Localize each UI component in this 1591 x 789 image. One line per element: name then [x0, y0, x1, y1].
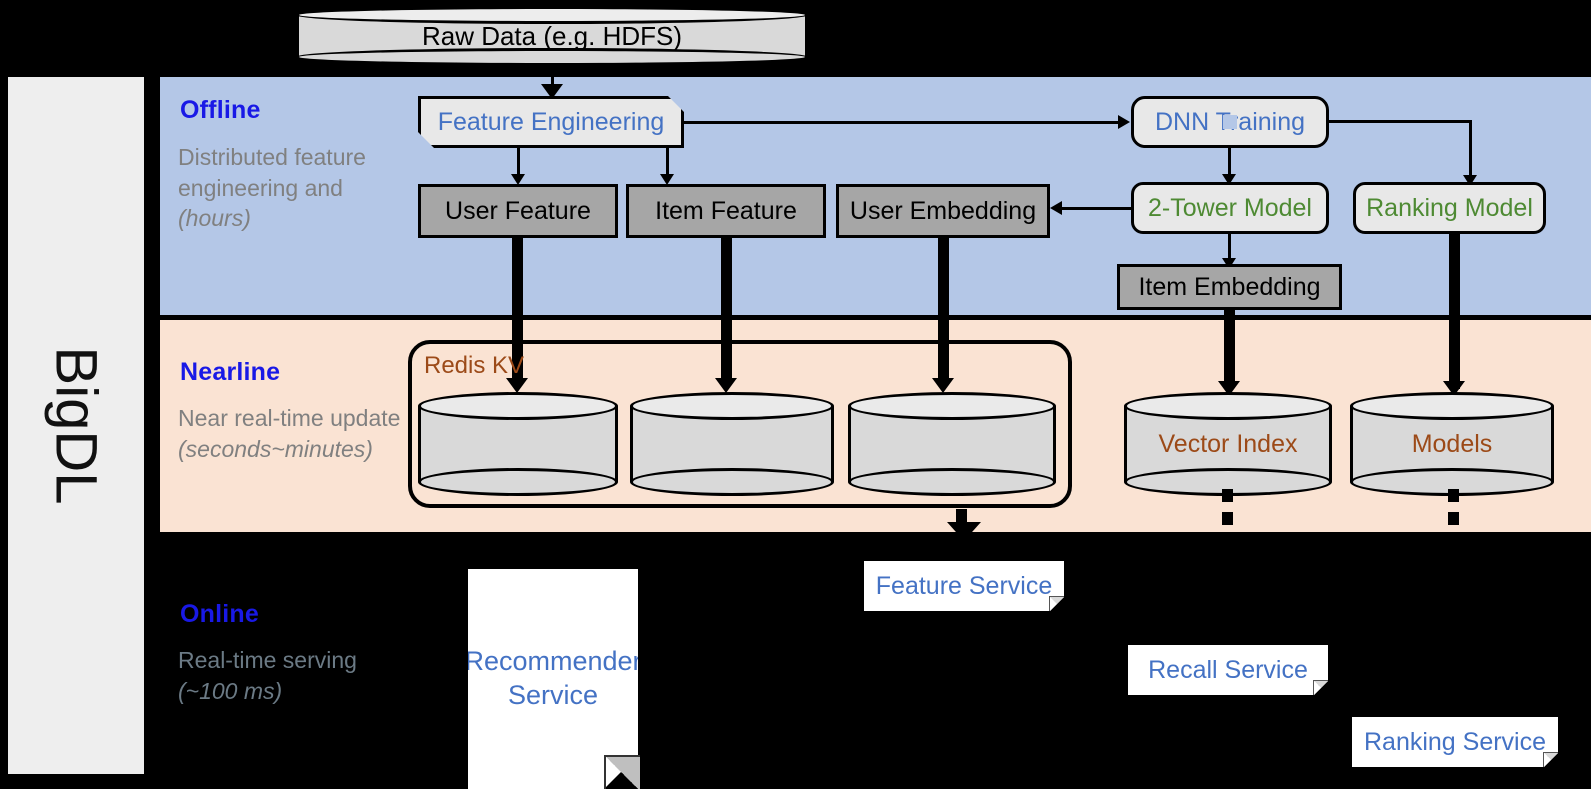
edge-dnn-twotower-arrowhead [1222, 174, 1236, 185]
cylinder-top [1350, 392, 1554, 420]
dnn-training-label: DNN Training [1154, 107, 1306, 136]
online-description-italic: (~100 ms) [178, 677, 283, 704]
edge-userfeature-redis-arrowhead [506, 378, 528, 393]
edge-dnn-ranking-v [1469, 120, 1472, 178]
edge-twotower-itemembedding-arrowhead [1222, 258, 1236, 269]
feature-engineering-node[interactable]: Feature Engineering [418, 96, 684, 148]
edge-twotower-userembedding-arrowhead [1050, 201, 1062, 215]
cylinder-bottom [630, 468, 834, 496]
offline-heading: Offline [180, 96, 261, 124]
edge-featureeng-dnn-line [684, 121, 1118, 124]
cylinder-top [296, 6, 808, 24]
online-description-text: Real-time serving [178, 647, 357, 673]
edge-rawdata-featureeng-line [551, 66, 554, 88]
bigdl-rail-label: BigDL [43, 346, 109, 505]
edge-dnn-ranking-h [1329, 120, 1472, 123]
user-feature-store-cylinder[interactable] [418, 392, 618, 496]
cylinder-top [418, 392, 618, 420]
vector-index-cylinder[interactable]: Vector Index [1124, 392, 1332, 496]
edge-itemfeature-redis-line [721, 238, 732, 383]
nearline-description-italic: (seconds~minutes) [178, 435, 373, 462]
feature-service-node[interactable]: Feature Service [864, 561, 1064, 611]
models-cylinder[interactable]: Models [1350, 392, 1554, 496]
feature-engineering-label: Feature Engineering [437, 107, 665, 136]
redis-kv-label: Redis KV [424, 352, 525, 379]
edge-redis-featureservice-arrowhead [947, 522, 981, 541]
redis-kv-container[interactable] [408, 340, 1072, 508]
edge-twotower-userembedding-line [1062, 207, 1132, 210]
edge-featureeng-userfeature-arrowhead [511, 174, 525, 185]
offline-description: Distributed feature engineering and (hou… [178, 142, 413, 234]
edge-redis-featureservice-dot [956, 509, 967, 522]
cylinder-bottom [296, 48, 808, 66]
raw-data-store[interactable]: Raw Data (e.g. HDFS) [296, 6, 808, 66]
recall-service-node[interactable]: Recall Service [1128, 645, 1328, 695]
user-embedding-label: User Embedding [849, 196, 1037, 225]
edge-featureeng-userfeature-line [517, 148, 520, 176]
item-embedding-label: Item Embedding [1138, 272, 1321, 301]
edge-models-rankingservice-dot-1 [1448, 489, 1459, 502]
bigdl-rail: BigDL [8, 77, 144, 774]
online-description: Real-time serving (~100 ms) [178, 645, 413, 706]
item-embedding-node[interactable]: Item Embedding [1117, 264, 1342, 310]
edge-rankingmodel-models-line [1449, 234, 1460, 389]
item-feature-label: Item Feature [655, 196, 797, 225]
ranking-model-node[interactable]: Ranking Model [1353, 182, 1546, 234]
cylinder-bottom [418, 468, 618, 496]
models-label: Models [1411, 429, 1493, 458]
ranking-model-label: Ranking Model [1366, 193, 1533, 222]
edge-itemembedding-vectorindex-line [1224, 310, 1235, 388]
edge-rawdata-featureeng-arrowhead [541, 84, 563, 99]
cylinder-top [630, 392, 834, 420]
item-feature-node[interactable]: Item Feature [626, 184, 826, 238]
edge-featureeng-itemfeature-line [666, 148, 669, 176]
nearline-description: Near real-time update (seconds~minutes) [178, 403, 413, 464]
edge-twotower-itemembedding-line [1228, 234, 1231, 262]
two-tower-model-label: 2-Tower Model [1148, 193, 1312, 222]
edge-itemfeature-redis-arrowhead [715, 378, 737, 393]
edge-userfeature-redis-line [512, 238, 523, 383]
cylinder-bottom [848, 468, 1056, 496]
dnn-training-node[interactable]: DNN Training [1131, 96, 1329, 148]
edge-dnn-ranking-arrowhead [1463, 175, 1477, 186]
edge-dnn-twotower-line [1228, 148, 1231, 176]
edge-vectorindex-recall-dot-1 [1222, 489, 1233, 502]
user-feature-label: User Feature [445, 196, 591, 225]
edge-userembedding-redis-line [938, 238, 949, 383]
recommender-service-label-line1: Recommender [464, 646, 642, 677]
edge-userembedding-redis-arrowhead [932, 378, 954, 393]
ranking-service-node[interactable]: Ranking Service [1352, 717, 1558, 767]
offline-description-text: Distributed feature engineering and [178, 144, 366, 201]
recommender-service-node[interactable]: Recommender Service [468, 569, 638, 789]
recommender-service-label-line2: Service [507, 680, 599, 710]
online-heading: Online [180, 600, 259, 628]
feature-service-label: Feature Service [875, 571, 1053, 600]
edge-featureeng-dnn-arrowhead [1118, 115, 1130, 129]
raw-data-label: Raw Data (e.g. HDFS) [421, 20, 683, 51]
item-feature-store-cylinder[interactable] [630, 392, 834, 496]
cylinder-top [1124, 392, 1332, 420]
nearline-heading: Nearline [180, 358, 281, 386]
nearline-description-text: Near real-time update [178, 405, 401, 431]
recommender-service-fold-corner [604, 755, 640, 789]
user-feature-node[interactable]: User Feature [418, 184, 618, 238]
cylinder-top [848, 392, 1056, 420]
offline-description-italic: (hours) [178, 205, 251, 232]
user-embedding-node[interactable]: User Embedding [836, 184, 1050, 238]
edge-featureeng-itemfeature-arrowhead [660, 174, 674, 185]
two-tower-model-node[interactable]: 2-Tower Model [1131, 182, 1329, 234]
ranking-service-label: Ranking Service [1363, 727, 1547, 756]
user-embedding-store-cylinder[interactable] [848, 392, 1056, 496]
vector-index-label: Vector Index [1158, 429, 1298, 458]
edge-vectorindex-recall-dot-2 [1222, 512, 1233, 525]
edge-models-rankingservice-dot-2 [1448, 512, 1459, 525]
recall-service-label: Recall Service [1148, 655, 1308, 684]
